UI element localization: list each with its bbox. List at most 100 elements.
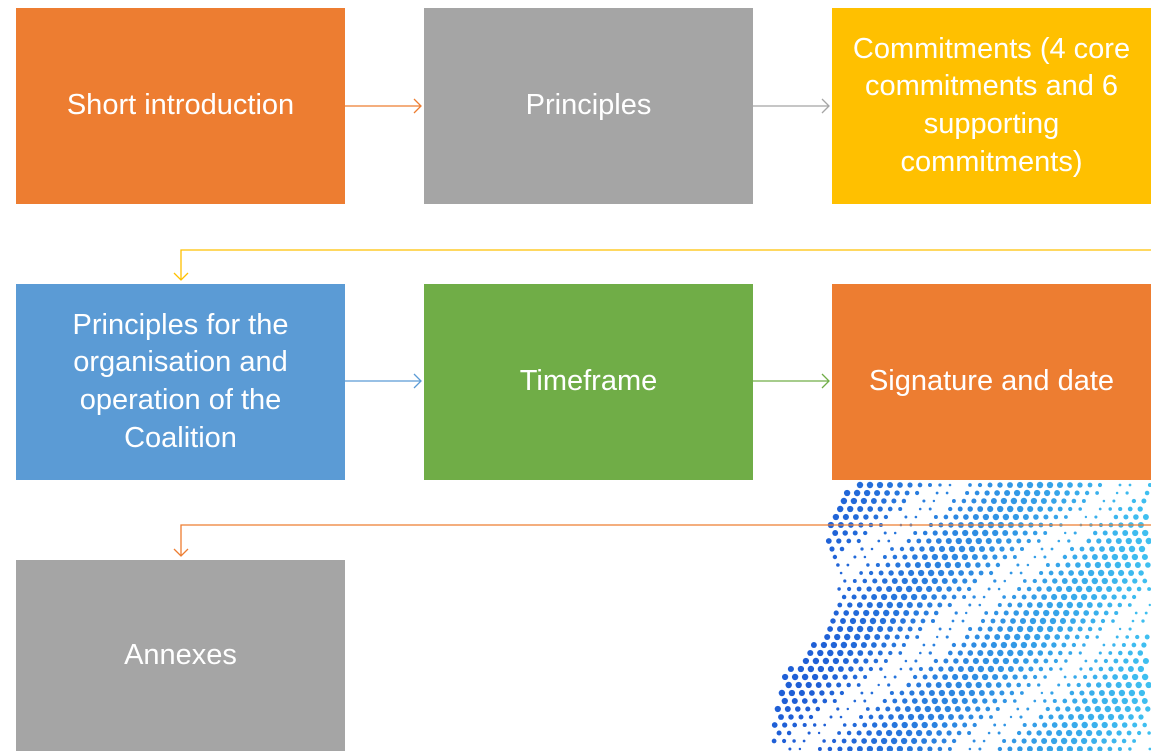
decorative-dot [1114,705,1121,713]
decorative-dot [805,706,811,712]
decorative-dot [877,650,883,656]
decorative-dot [1013,489,1021,497]
decorative-dot [1128,570,1135,576]
decorative-dot [870,691,874,695]
decorative-dot [1148,603,1151,607]
decorative-dot [989,546,995,552]
decorative-dot [894,634,900,640]
decorative-dot [830,618,836,624]
decorative-dot [807,649,814,657]
decorative-dot [1085,585,1093,593]
decorative-dot [798,714,804,720]
decorative-dot [863,609,870,617]
decorative-dot [916,602,923,608]
decorative-dot [840,497,848,505]
decorative-dot [1121,578,1128,584]
decorative-dot [997,603,1002,607]
decorative-dot [1118,666,1124,672]
decorative-dot [1101,721,1108,729]
decorative-dot [958,714,964,720]
decorative-dot [1098,651,1102,655]
decorative-dot [929,546,935,552]
decorative-dot [840,618,846,624]
decorative-dot [864,633,871,641]
decorative-dot [1065,729,1073,737]
decorative-dot [1090,618,1096,624]
decorative-dot [1007,505,1014,513]
decorative-dot [923,610,929,616]
decorative-dot [898,506,903,512]
decorative-dot [953,514,959,520]
decorative-dot [1137,665,1145,673]
decorative-dot [858,666,864,672]
decorative-dot [968,714,974,720]
decorative-dot [872,578,878,584]
decorative-dot [922,499,926,503]
decorative-dot [810,642,817,648]
decorative-dot [1060,593,1068,601]
decorative-dot [982,739,986,743]
decorative-dot [843,489,851,497]
decorative-dot [837,746,843,751]
decorative-dot [832,513,840,521]
decorative-dot [791,697,798,705]
arrow-timeframe-to-signature [753,373,830,389]
decorative-dot [946,586,952,592]
decorative-dot [836,682,842,688]
decorative-dot [927,482,933,488]
decorative-dot [856,746,863,751]
decorative-dot [1049,667,1053,671]
decorative-dot [1002,698,1007,704]
decorative-dot [1041,594,1048,600]
decorative-dot [1084,705,1091,713]
decorative-dot [1091,577,1099,585]
decorative-dot [985,706,991,712]
decorative-dot [931,577,938,585]
decorative-dot [1026,586,1032,592]
decorative-dot [1023,489,1031,497]
decorative-dot [847,602,853,608]
decorative-dot [1107,569,1115,577]
decorative-dot [836,707,840,711]
decorative-dot [1016,538,1022,544]
decorative-dot [997,731,1001,735]
decorative-dot [1076,682,1081,688]
decorative-dot [992,657,1000,665]
decorative-dot [847,586,852,592]
decorative-dot [907,482,913,488]
decorative-dot [883,675,887,679]
decorative-dot [1076,601,1083,609]
decorative-dot [900,737,908,745]
decorative-dot [1081,721,1088,729]
decorative-dot [971,498,977,504]
decorative-dot [975,706,981,712]
decorative-dot [1094,659,1098,663]
decorative-dot [901,642,906,648]
decorative-dot [905,562,911,568]
decorative-dot [1042,722,1048,728]
decorative-dot [978,690,985,696]
decorative-dot [846,682,851,688]
decorative-dot [1101,553,1108,561]
decorative-dot [1086,602,1093,608]
decorative-dot [829,715,833,719]
decorative-dot [862,722,868,728]
decorative-dot [1082,643,1086,647]
decorative-dot [860,547,864,551]
decorative-dot [899,690,905,696]
decorative-dot [968,483,972,487]
decorative-dot [1034,633,1041,641]
decorative-dot [1072,554,1078,560]
decorative-dot [931,553,939,561]
decorative-dot [861,738,867,744]
decorative-dot [878,714,884,720]
decorative-dot [1091,593,1098,601]
decorative-dot [1102,499,1106,503]
decorative-dot [1135,681,1142,689]
decorative-dot [1085,729,1093,737]
decorative-dot [987,505,994,513]
decorative-dot [1135,537,1143,545]
decorative-dot [881,498,887,504]
decorative-dot [1121,553,1129,561]
decorative-dot [989,690,995,696]
